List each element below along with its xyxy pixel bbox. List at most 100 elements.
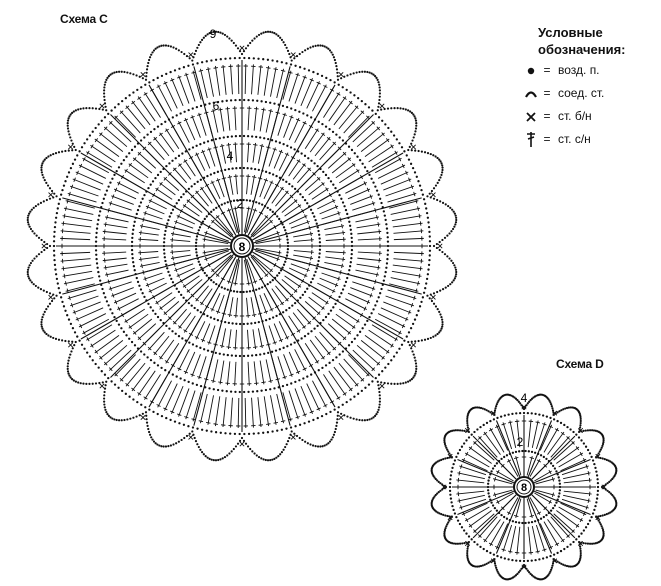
chain-stitch-dot [196,257,199,260]
chain-stitch-dot [128,395,131,398]
chain-stitch-dot [595,497,599,500]
edge-chain-dot [565,564,569,568]
double-crochet-stitch [288,351,300,375]
chain-stitch-dot [473,430,476,434]
stitch-bar [535,550,540,553]
stitch-bar [233,282,238,285]
edge-chain-dot [376,380,379,383]
double-crochet-stitch [275,285,289,302]
stitch-bar [259,345,265,347]
chain-stitch-dot [285,105,289,109]
stitch-bar [337,276,340,282]
chain-stitch-dot [549,554,552,558]
double-crochet-stitch [184,351,196,375]
double-crochet-stitch [198,356,207,380]
double-crochet-stitch [309,132,325,153]
double-crochet-stitch [308,296,325,310]
chain-stitch-dot [327,312,330,316]
chain-stitch-dot [450,470,453,473]
edge-chain-dot [414,372,417,375]
double-crochet-stitch [259,107,265,132]
edge-chain-dot [445,446,448,449]
double-crochet-stitch [137,370,156,396]
double-crochet-stitch [563,479,592,484]
stitch-bar [106,272,108,277]
double-crochet-stitch [78,313,107,328]
edge-chain-dot [71,111,74,114]
chain-stitch-dot [413,171,417,174]
chain-stitch-dot [239,290,242,294]
stitch-bar [337,146,342,151]
edge-chain-dot [31,259,34,262]
stitch-bar [82,330,86,335]
chain-stitch-dot [313,118,317,121]
stitch-bar [342,257,344,262]
double-crochet-stitch [86,324,113,341]
edge-chain-dot [126,418,129,421]
double-crochet-stitch [323,374,340,400]
chain-stitch-dot [301,293,304,296]
chain-stitch-dot [286,251,289,254]
stitch-bar [282,376,287,379]
edge-chain-dot [358,418,361,422]
chain-stitch-dot [357,392,360,395]
edge-chain-dot [439,176,442,179]
edge-chain-dot [415,121,418,125]
chain-stitch-dot [303,290,307,293]
double-crochet-stitch [314,193,333,205]
edge-chain-dot [57,151,61,154]
double-crochet-stitch [353,209,378,217]
edge-chain-dot [28,264,31,267]
chain-stitch-dot [407,158,411,161]
chain-stitch-dot [53,225,57,229]
stitch-bar [278,150,284,154]
edge-chain-dot [105,109,108,112]
chain-stitch-dot [315,267,318,270]
chain-stitch-dot [230,135,234,138]
edge-chain-dot [599,456,602,460]
stitch-bar [326,351,331,355]
double-crochet-stitch [171,385,184,414]
scheme-d-diagram [430,393,618,581]
edge-chain-dot [43,240,46,244]
edge-chain-dot [386,107,390,110]
chain-stitch-dot [159,318,162,322]
stitch-bar [325,300,329,305]
double-crochet-stitch [143,212,163,220]
chain-stitch-dot [113,315,116,319]
edge-chain-dot [466,547,469,550]
edge-chain-dot [111,417,114,420]
edge-chain-dot [399,382,402,385]
chain-stitch-dot [223,202,226,205]
double-crochet-stitch [234,361,237,386]
edge-chain-dot [426,152,430,155]
edge-chain-dot [378,86,381,89]
chain-stitch-dot [160,74,164,78]
edge-chain-dot [156,443,159,446]
edge-chain-dot [199,41,202,44]
edge-chain-dot [39,201,43,204]
double-crochet-stitch [221,328,227,349]
chain-stitch-dot [470,538,473,541]
chain-stitch-dot [350,244,354,248]
edge-chain-dot [271,458,274,461]
edge-chain-dot [448,519,451,522]
chain-stitch-dot [246,135,250,138]
chain-stitch-dot [134,216,137,220]
edge-chain-dot [69,113,72,116]
double-crochet-stitch [117,182,139,194]
legend-item-single-crochet: = ст. б/н [522,104,658,127]
stitch-bar [354,382,359,387]
edge-chain-dot [242,50,246,53]
chain-stitch-dot [143,353,146,356]
edge-chain-dot [29,210,32,213]
chain-stitch-dot [104,296,107,299]
chain-stitch-dot [522,559,526,563]
stitch-bar [468,446,473,451]
stitch-bar [302,121,307,125]
stitch-bar [289,115,294,119]
edge-chain-dot [599,514,602,518]
double-crochet-stitch [230,64,233,95]
edge-chain-dot [206,33,209,36]
stitch-bar [310,231,312,237]
